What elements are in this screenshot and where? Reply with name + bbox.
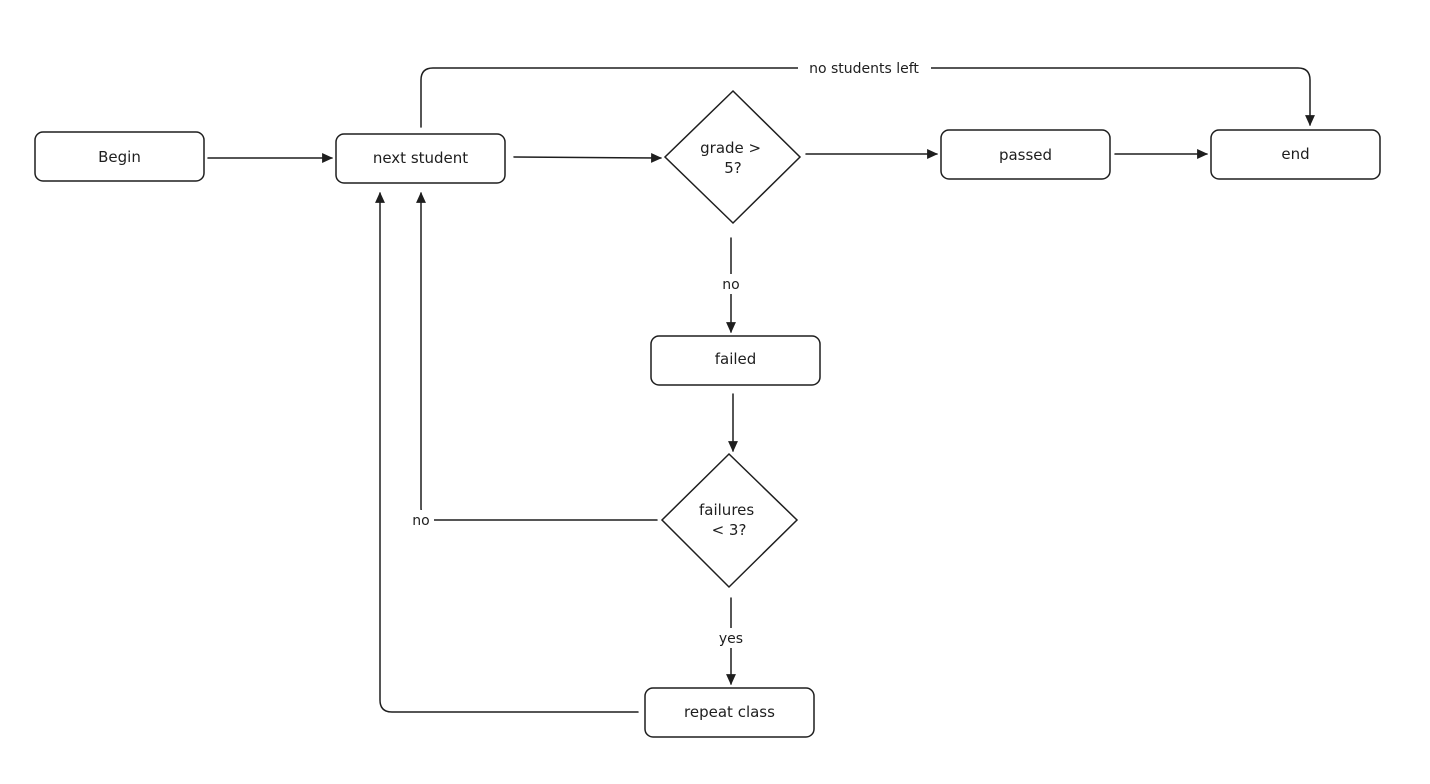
node-next-student[interactable]: next student: [335, 133, 506, 184]
edge-label-no-students-left-text: no students left: [809, 61, 919, 77]
node-grade-check[interactable]: grade > 5?: [663, 89, 802, 225]
edge-failures-check-to-next-student: [416, 191, 658, 521]
node-grade-check-line-2: 5?: [724, 159, 742, 177]
node-next-student-label: next student: [373, 149, 468, 167]
node-failures-check[interactable]: failures < 3?: [660, 452, 799, 589]
node-repeat-class-label: repeat class: [684, 703, 775, 721]
node-begin-label: Begin: [98, 148, 141, 166]
node-failed[interactable]: failed: [650, 335, 821, 386]
edge-label-failures-yes: yes: [714, 628, 748, 648]
edge-label-failures-yes-text: yes: [719, 631, 743, 647]
edge-label-failures-no-text: no: [412, 513, 429, 529]
node-passed[interactable]: passed: [940, 129, 1111, 180]
node-failed-label: failed: [715, 350, 757, 368]
node-begin[interactable]: Begin: [34, 131, 205, 182]
node-failures-check-line-1: failures: [699, 501, 754, 519]
edge-label-grade-no: no: [718, 274, 744, 294]
node-end-label: end: [1281, 145, 1309, 163]
edge-next-student-to-grade-check: [513, 152, 663, 163]
node-failures-check-line-2: < 3?: [712, 521, 747, 539]
node-passed-label: passed: [999, 146, 1052, 164]
node-repeat-class[interactable]: repeat class: [644, 687, 815, 738]
node-grade-check-label: grade > 5?: [700, 139, 766, 177]
edge-label-no-students-left: no students left: [798, 58, 931, 78]
edge-label-grade-no-text: no: [722, 277, 739, 293]
node-grade-check-line-1: grade >: [700, 139, 761, 157]
node-end[interactable]: end: [1210, 129, 1381, 180]
node-failures-check-label: failures < 3?: [699, 501, 759, 539]
edge-label-failures-no: no: [408, 510, 434, 530]
edge-repeat-class-to-next-student: [375, 191, 639, 713]
